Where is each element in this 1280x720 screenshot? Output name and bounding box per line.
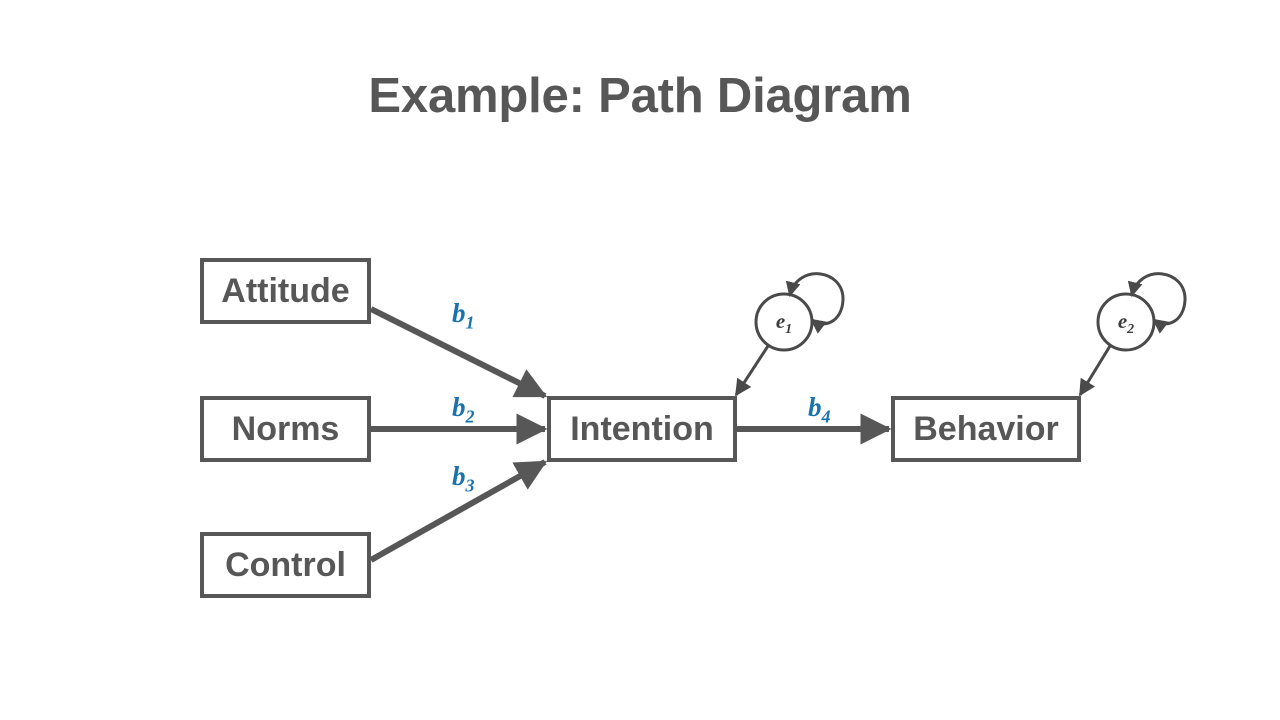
node-behavior-label: Behavior — [913, 410, 1059, 448]
coefficient-label-b3-text: b — [452, 461, 466, 491]
coefficient-label-b1: b1 — [452, 300, 475, 336]
node-norms[interactable]: Norms — [200, 396, 371, 462]
coefficient-label-b4-subscript: 4 — [821, 406, 831, 427]
node-norms-label: Norms — [231, 410, 340, 448]
node-attitude[interactable]: Attitude — [200, 258, 371, 324]
path-arrow-b3 — [369, 459, 548, 563]
coefficient-label-b1-subscript: 1 — [465, 312, 475, 333]
node-control-label: Control — [225, 546, 346, 584]
error-label-e2-text: e — [1117, 309, 1128, 333]
coefficient-label-b1-text: b — [452, 298, 466, 328]
error-arrow-e1 — [734, 345, 770, 397]
error-label-e1: e1 — [756, 311, 812, 340]
coefficient-label-b3: b3 — [452, 463, 475, 499]
node-intention-label: Intention — [570, 410, 714, 448]
node-behavior[interactable]: Behavior — [891, 396, 1081, 462]
error-label-e2-subscript: 2 — [1127, 322, 1135, 338]
error-label-e1-text: e — [775, 309, 786, 333]
variance-loop-e2 — [1127, 272, 1187, 334]
node-control[interactable]: Control — [200, 532, 371, 598]
coefficient-label-b4-text: b — [808, 392, 822, 422]
node-attitude-label: Attitude — [221, 272, 350, 310]
error-arrow-e2 — [1078, 345, 1112, 397]
page-title: Example: Path Diagram — [368, 69, 912, 123]
coefficient-label-b3-subscript: 3 — [465, 475, 475, 496]
coefficient-label-b4: b4 — [808, 394, 831, 430]
path-arrow-b1 — [369, 306, 548, 399]
coefficient-label-b2: b2 — [452, 394, 475, 430]
error-label-e2: e2 — [1098, 311, 1154, 340]
error-label-e1-subscript: 1 — [785, 322, 793, 338]
coefficient-label-b2-subscript: 2 — [465, 406, 475, 427]
variance-loop-e1 — [785, 272, 845, 334]
coefficient-label-b2-text: b — [452, 392, 466, 422]
node-intention[interactable]: Intention — [547, 396, 737, 462]
